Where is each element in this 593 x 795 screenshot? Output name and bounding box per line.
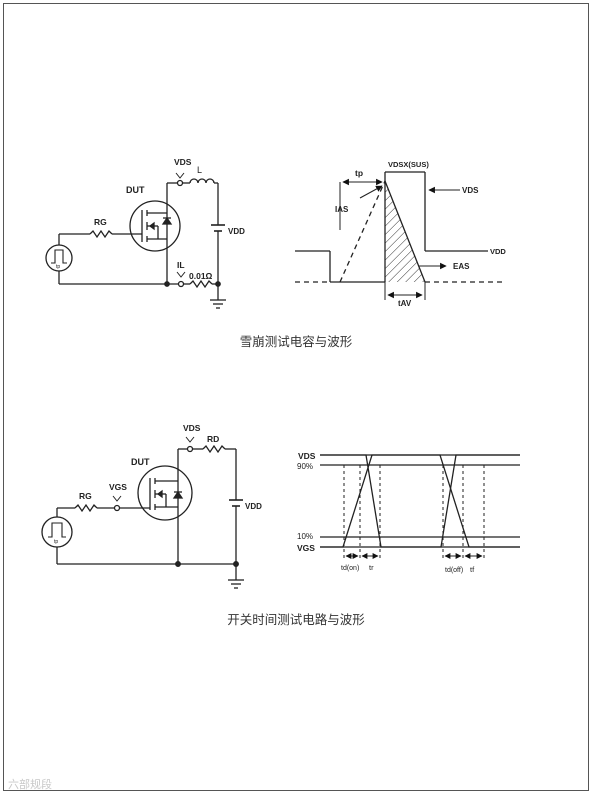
avalanche-circuit-labels: VDS L DUT RG VDD IL 0.01Ω tp [56,157,245,281]
caption-avalanche: 雪崩测试电容与波形 [240,334,353,349]
label-vds-wave: VDS [462,186,479,195]
label-vdd: VDD [228,227,245,236]
switching-waveform-labels: VDS 90% 10% VGS td(on) tr td(off) tf [297,451,475,574]
label-td-on: td(on) [341,565,359,572]
label-vdd-wave: VDD [490,247,506,256]
avalanche-test-circuit [45,172,226,309]
label-vds-2: VDS [183,423,201,433]
label-vds: VDS [174,157,192,167]
avalanche-waveform [295,171,505,300]
switching-circuit-labels: VDS RD DUT RG VGS VDD tp [54,423,262,545]
inductor-l [189,178,215,184]
label-rg-2: RG [79,491,92,501]
label-tp-source-2: tp [54,539,58,545]
label-10-percent: 10% [297,532,313,541]
label-ias: IAS [335,205,349,214]
label-shunt: 0.01Ω [189,271,213,281]
gate-resistor-rg [89,229,113,239]
label-tf: tf [470,565,475,574]
dut-mosfet-icon-2 [137,465,193,521]
label-il: IL [177,260,185,270]
label-vdd-2: VDD [245,502,262,511]
label-vgs: VGS [109,482,127,492]
label-dut-2: DUT [131,457,150,467]
switching-waveform [320,454,520,560]
switching-test-circuit [41,436,244,589]
label-dut: DUT [126,185,145,195]
label-rg: RG [94,217,107,227]
label-vdsx-sus: VDSX(SUS) [388,160,429,169]
label-rd: RD [207,434,219,444]
label-td-off: td(off) [445,567,463,574]
label-eas: EAS [453,262,470,271]
label-tp: tp [355,168,363,178]
shunt-resistor [189,279,213,289]
gate-resistor-rg-2 [74,503,98,513]
page-frame [3,3,589,791]
label-tav: tAV [398,299,412,308]
label-tp-source: tp [56,264,60,270]
label-vds-3: VDS [298,451,316,461]
watermark: 六部规段 [8,778,52,791]
avalanche-waveform-labels: tp VDSX(SUS) VDS IAS VDD EAS tAV [335,160,506,308]
drain-resistor-rd [202,444,226,454]
label-tr: tr [369,563,374,572]
caption-switching: 开关时间测试电路与波形 [227,612,365,627]
label-l: L [197,165,202,175]
label-90-percent: 90% [297,462,313,471]
dut-mosfet-icon [129,200,181,252]
label-vgs-2: VGS [297,543,315,553]
